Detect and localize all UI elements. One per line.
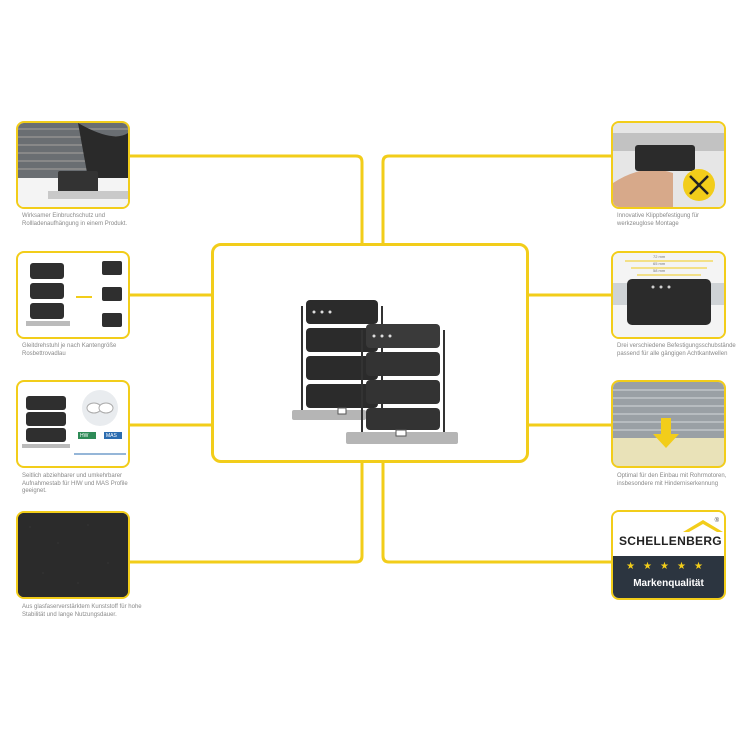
tube-motor-photo xyxy=(613,382,724,466)
fiberglass-texture xyxy=(18,513,128,597)
rating-stars: ★★★★★ xyxy=(626,561,711,572)
bracket-size-diagram xyxy=(26,261,122,327)
caption-bracket-sizes: Gleitdrehstuhl je nach Kantengröße Rosbe… xyxy=(22,343,117,357)
clip-mounting-photo xyxy=(613,123,724,207)
panel-bracket-sizes xyxy=(16,251,130,339)
panel-tube-motor xyxy=(611,380,726,468)
product-image-brackets xyxy=(292,300,458,444)
caption-tube-motor: Optimal für den Einbau mit Rohrmotoren, … xyxy=(617,473,727,487)
badge-mas: MAS xyxy=(106,433,117,439)
shaft-mounting-photo xyxy=(613,253,724,337)
measure-72: 72 mm xyxy=(653,254,666,259)
profile-rod-diagram xyxy=(22,390,126,455)
caption-burglary-protection: Wirksamer Einbruchschutz und Rollladenau… xyxy=(22,213,128,227)
measure-65: 65 mm xyxy=(653,261,666,266)
badge-hw: HW xyxy=(80,433,89,439)
panel-material-texture xyxy=(16,511,130,599)
measure-58: 58 mm xyxy=(653,268,666,273)
brand-name: SCHELLENBERG xyxy=(619,534,722,548)
caption-profile-rods: Seitlich abziehbarer und umkehrbarer Auf… xyxy=(22,473,128,494)
panel-clip-mounting xyxy=(611,121,726,209)
center-product-panel xyxy=(211,243,529,463)
caption-mounting-distances: Drei verschiedene Befestigungsschubständ… xyxy=(617,343,736,357)
brand-panel: SCHELLENBERG ® ★★★★★ Markenqualität xyxy=(611,510,726,600)
panel-profile-rods: HW MAS xyxy=(16,380,130,468)
panel-burglary-protection xyxy=(16,121,130,209)
brand-roof-logo xyxy=(683,520,723,532)
caption-material: Aus glasfaserverstärktem Kunststoff für … xyxy=(22,604,142,618)
product-photo-roller-shutter xyxy=(18,123,128,207)
brand-quality-label: Markenqualität xyxy=(633,578,704,589)
registered-mark: ® xyxy=(714,518,719,524)
panel-mounting-distances: 72 mm 65 mm 58 mm xyxy=(611,251,726,339)
caption-clip-mounting: Innovative Klippbefestigung für werkzeug… xyxy=(617,213,700,227)
